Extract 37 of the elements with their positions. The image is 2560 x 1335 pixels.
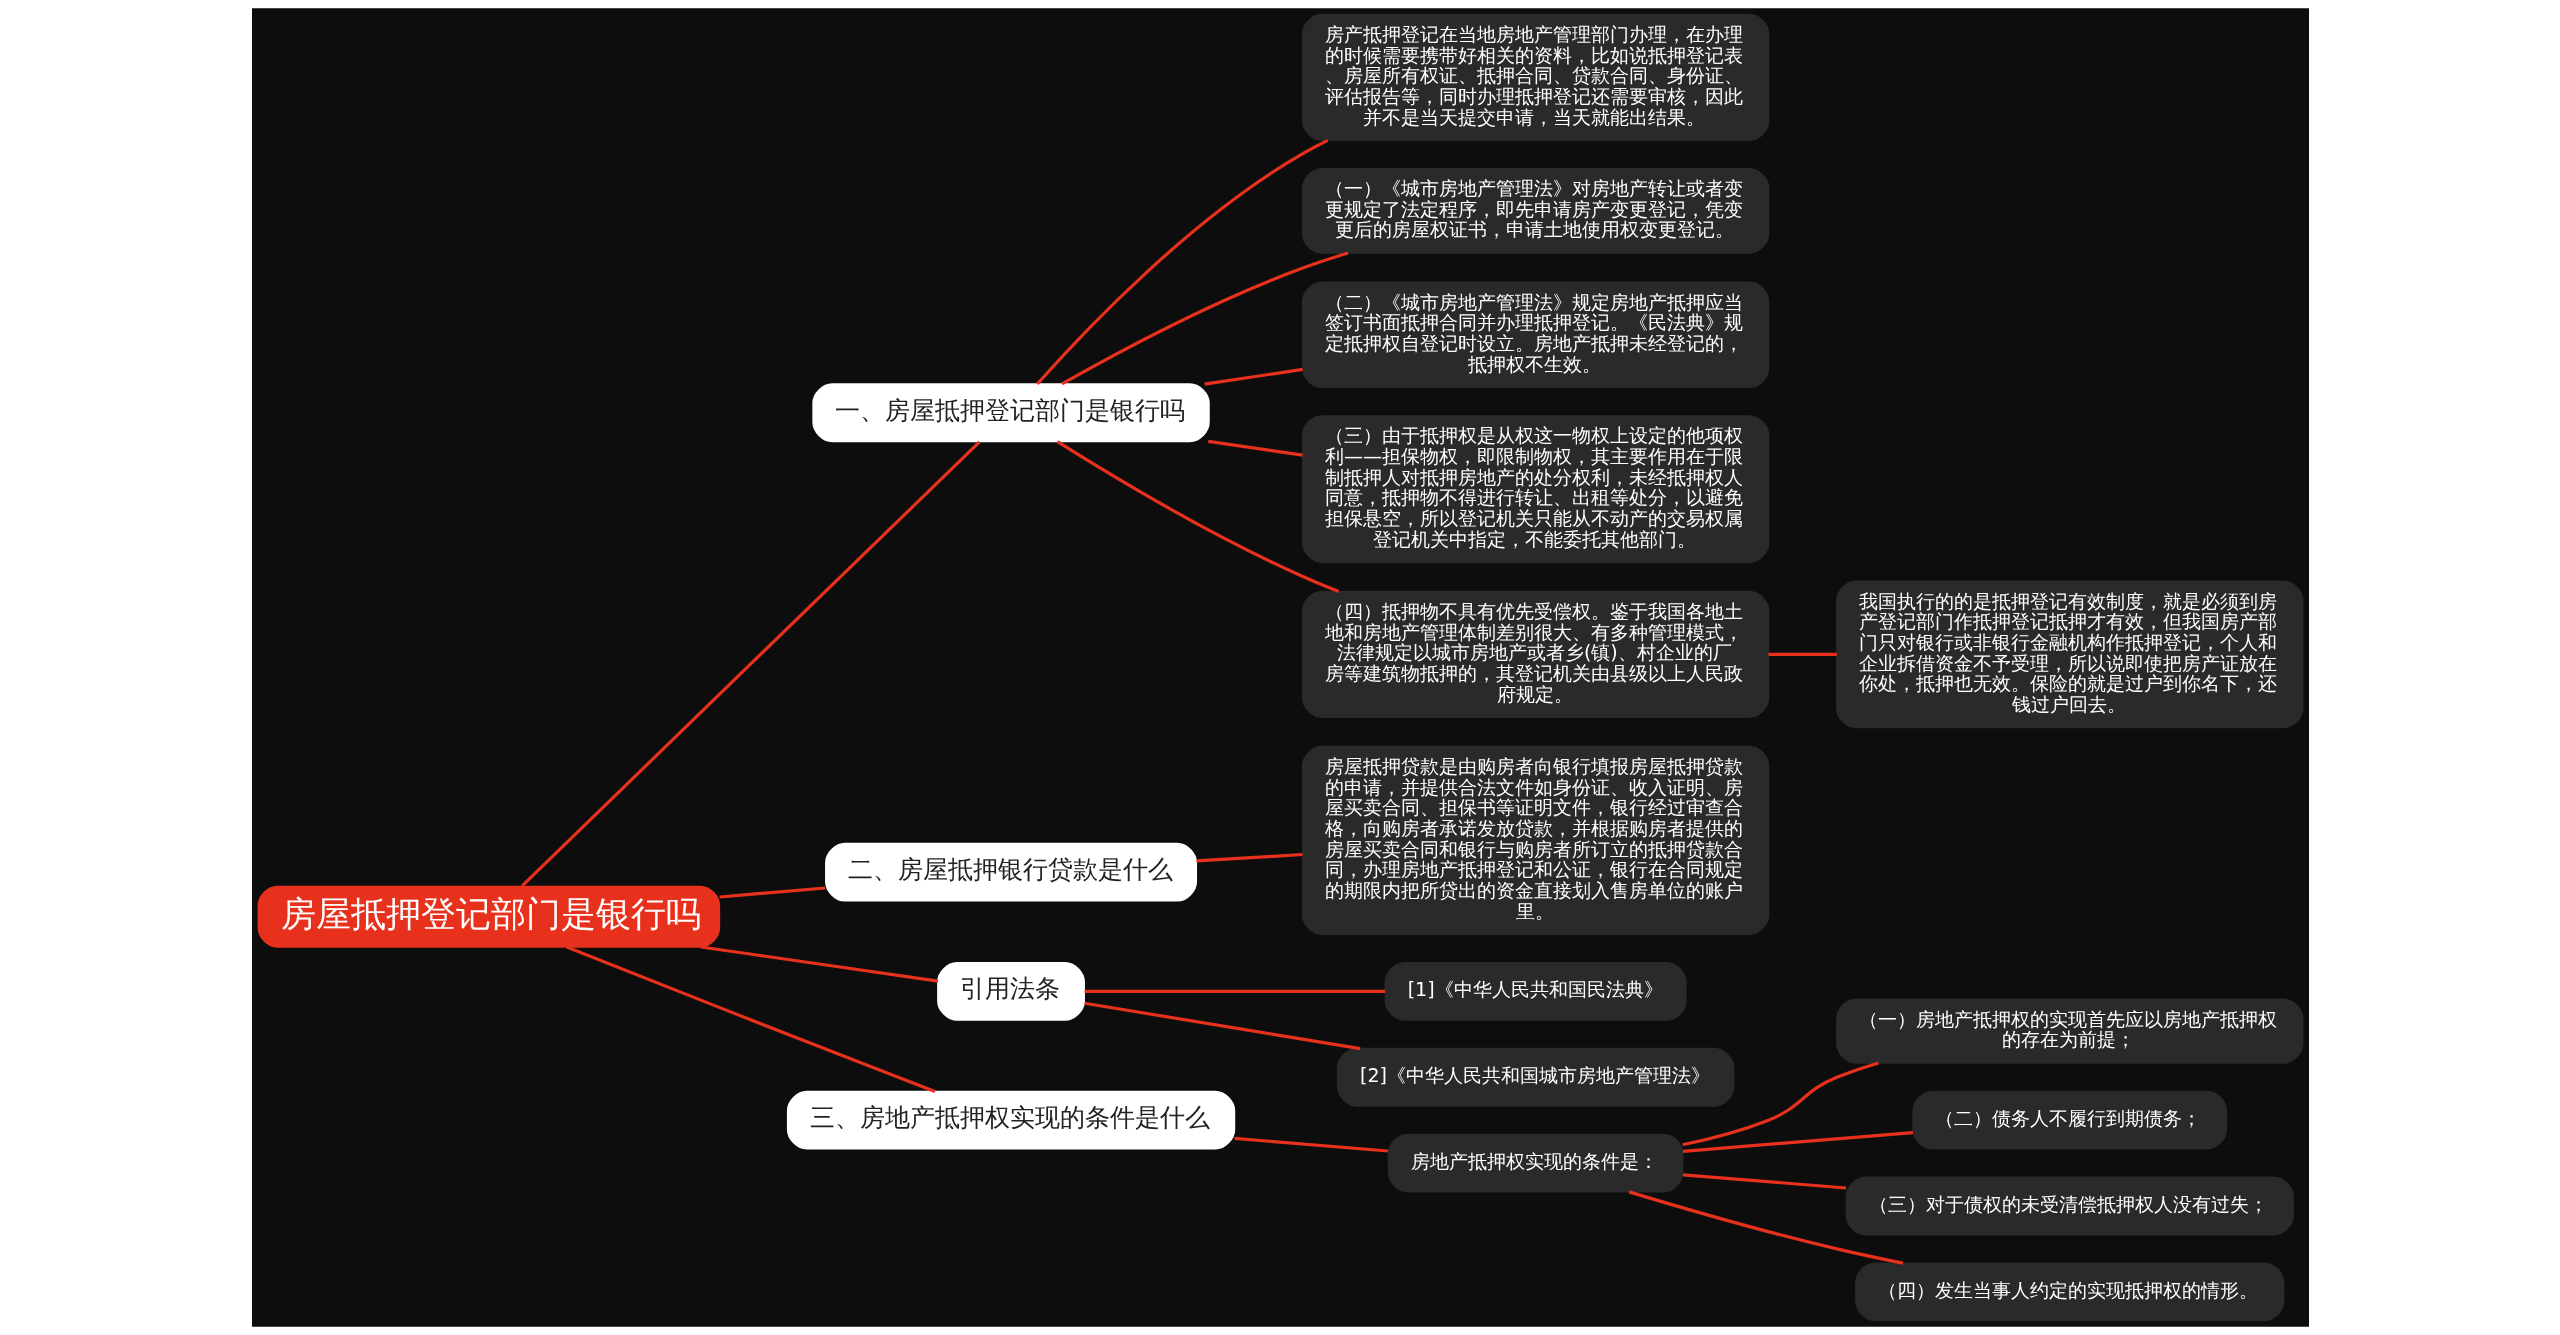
connector (1084, 989, 1385, 993)
connector (1681, 1061, 1879, 1147)
connector (1682, 1173, 1846, 1190)
node-box: （三）对于债权的未受清偿抵押权人没有过失； (1845, 1176, 2294, 1236)
connector (1060, 251, 1348, 386)
node-box: 三、房地产抵押权实现的条件是什么 (786, 1090, 1235, 1150)
connector (1195, 852, 1303, 863)
node-box: （四）抵押物不具有优先受偿权。鉴于我国各地土地和房地产管理体制差别很大、有多种管理模式，法律规定以城市房地产或者乡(镇)、村企业的厂房等建筑物抵押的，其登记机关由县级以上人民政府规定。 (1301, 590, 1769, 718)
node-box: 二、房屋抵押银行贷款是什么 (824, 842, 1197, 902)
connector (1628, 1190, 1903, 1265)
node-box: 房屋抵押登记部门是银行吗 (257, 885, 720, 948)
node-box: 房地产抵押权实现的条件是： (1387, 1133, 1683, 1193)
node-box: [2]《中华人民共和国城市房地产管理法》 (1336, 1047, 1734, 1107)
node-box: （二）债务人不履行到期债务； (1911, 1090, 2227, 1150)
connector (1682, 1131, 1913, 1153)
connector (1035, 138, 1328, 386)
connector (700, 945, 938, 983)
node-box: （二）《城市房地产管理法》规定房地产抵押应当签订书面抵押合同并办理抵押登记。《民法典》规定抵押权自登记时设立。房地产抵押未经登记的，抵押权不生效。 (1301, 281, 1769, 389)
node-box: 我国执行的的是抵押登记有效制度，就是必须到房产登记部门作抵押登记抵押才有效，但我国房产部门只对银行或非银行金融机构作抵押登记，个人和企业拆借资金不予受理，所以说即使把房产证放在你处，抵押也无效。保险的就是过户到你名下，还钱过户回去。 (1835, 580, 2303, 729)
node-box: （一）房地产抵押权的实现首先应以房地产抵押权的存在为前提； (1835, 998, 2303, 1064)
node-box: 引用法条 (936, 962, 1085, 1021)
node-box: 房屋抵押贷款是由购房者向银行填报房屋抵押贷款的申请，并提供合法文件如身份证、收入证明、房屋买卖合同、担保书等证明文件，银行经过审查合格，向购房者承诺发放贷款，并根据购房者提供的房屋买卖合同和银行与购房者所订立的抵押贷款合同，办理房地产抵押登记和公证，银行在合同规定的期限内把所贷出的资金直接划入售房单位的账户里。 (1301, 745, 1769, 935)
node-box: [1]《中华人民共和国民法典》 (1384, 962, 1687, 1021)
node-box: 一、房屋抵押登记部门是银行吗 (811, 383, 1210, 443)
connector (1233, 1136, 1388, 1153)
connector (718, 886, 825, 899)
node-box: （一）《城市房地产管理法》对房地产转让或者变更规定了法定程序，即先申请房产变更登记，凭变更后的房屋权证书，申请土地使用权变更登记。 (1301, 167, 1769, 254)
node-box: （三）由于抵押权是从权这一物权上设定的他项权利——担保物权，即限制物权，其主要作用在于限制抵押人对抵押房地产的处分权利，未经抵押权人同意，抵押物不得进行转让、出租等处分，以避免担保悬空，所以登记机关只能从不动产的交易权属登记机关中指定，不能委托其他部门。 (1301, 415, 1769, 563)
node-box: 房产抵押登记在当地房地产管理部门办理，在办理的时候需要携带好相关的资料，比如说抵押登记表、房屋所有权证、抵押合同、贷款合同、身份证、评估报告等，同时办理抵押登记还需要审核，因此并不是当天提交申请，当天就能出结果。 (1301, 13, 1769, 141)
connector (1203, 367, 1303, 386)
connector (1768, 652, 1837, 656)
connector (1207, 439, 1303, 457)
connector (1083, 1001, 1360, 1051)
connector (520, 440, 981, 888)
connector (1056, 440, 1339, 594)
node-box: （四）发生当事人约定的实现抵押权的情形。 (1854, 1262, 2284, 1322)
connector (565, 945, 936, 1093)
